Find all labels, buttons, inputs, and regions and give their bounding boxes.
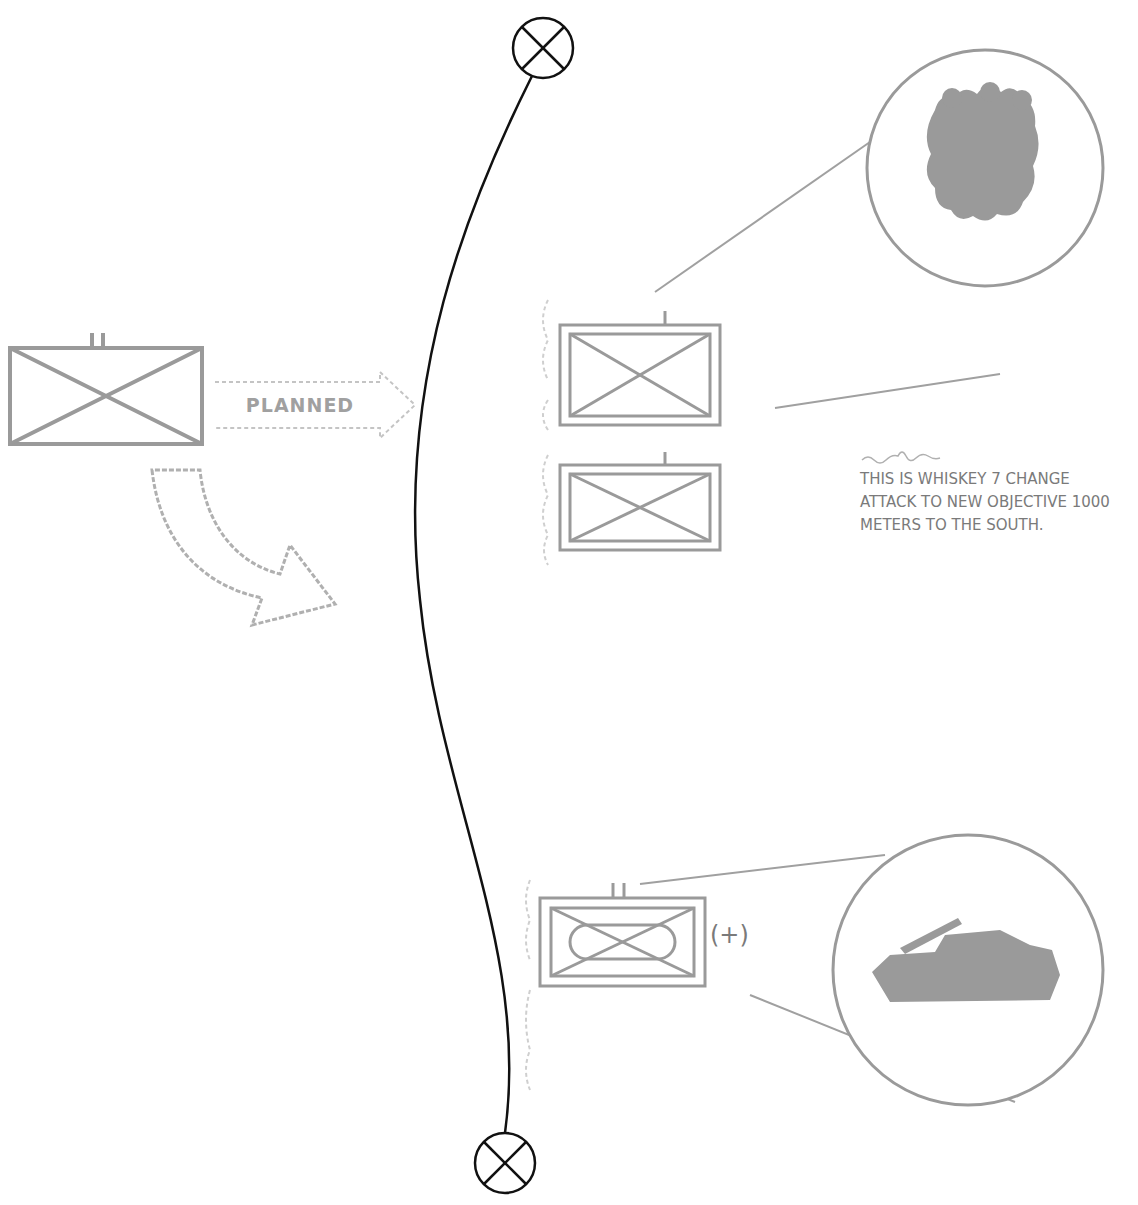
leader-line — [640, 855, 885, 884]
echelon-mark — [623, 883, 626, 898]
unit-frame — [10, 348, 202, 444]
unit-cross — [10, 348, 202, 444]
bracket — [526, 880, 530, 1090]
leader-line — [655, 135, 880, 292]
unit-frame — [560, 465, 720, 550]
echelon-mark — [90, 333, 94, 348]
endpoint-cross — [522, 27, 564, 69]
unit-frame — [560, 325, 720, 425]
endpoint-cross — [484, 1142, 526, 1184]
echelon-mark — [612, 883, 615, 898]
unit-frame — [570, 334, 710, 416]
endpoint-cross — [522, 27, 564, 69]
enemy-unit-symbol — [560, 311, 720, 425]
endpoint-circle — [513, 18, 573, 78]
zoom-circle — [867, 50, 1103, 286]
unit-cross — [570, 334, 710, 416]
bracket — [543, 300, 548, 565]
enemy-unit-symbol — [560, 452, 720, 550]
unit-cross — [570, 474, 710, 541]
actual-attack-arrow — [152, 470, 335, 625]
unit-cross — [570, 474, 710, 541]
endpoint-circle — [475, 1133, 535, 1193]
reinforced-mark: (+) — [710, 920, 760, 950]
unit-cross — [570, 334, 710, 416]
tank-illustration — [872, 918, 1060, 1002]
soldiers-illustration — [927, 82, 1039, 221]
endpoint-cross — [484, 1142, 526, 1184]
soldiers-silhouette — [927, 86, 1039, 220]
unit-cross — [551, 908, 694, 976]
arrow-label: PLANNED — [246, 394, 384, 416]
friendly-unit-symbol — [10, 333, 202, 444]
unit-frame — [570, 474, 710, 541]
armor-oval — [570, 925, 675, 959]
soldier-head — [980, 82, 1000, 102]
zoom-circle — [833, 835, 1103, 1105]
boundary-endpoint — [475, 1133, 535, 1193]
unit-cross — [551, 908, 694, 976]
note-squiggle — [862, 452, 940, 463]
echelon-mark — [664, 311, 667, 325]
soldier-head — [1012, 90, 1032, 110]
unit-frame — [540, 898, 705, 986]
tank-silhouette — [872, 930, 1060, 1002]
echelon-mark — [664, 452, 667, 465]
boundary-line — [415, 76, 532, 1133]
arrow-outline-path — [215, 372, 415, 438]
tank-gun — [900, 918, 962, 954]
unit-frame — [551, 908, 694, 976]
radio-message-note: THIS IS WHISKEY 7 CHANGE ATTACK TO NEW O… — [860, 468, 1115, 537]
planned-arrow: PLANNED — [215, 372, 415, 438]
unit-cross — [10, 348, 202, 444]
leader-line — [775, 374, 1000, 408]
echelon-mark — [101, 333, 105, 348]
mech-unit-symbol — [540, 883, 705, 986]
boundary-endpoint — [513, 18, 573, 78]
soldier-head — [942, 88, 962, 108]
